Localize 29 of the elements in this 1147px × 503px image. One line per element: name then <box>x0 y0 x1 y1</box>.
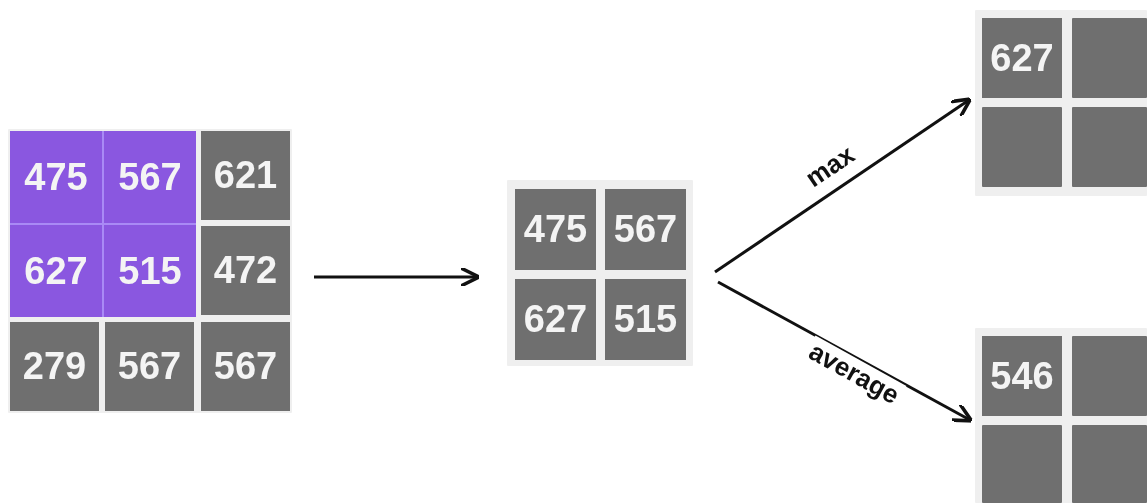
empty-matrix-cell <box>982 425 1062 503</box>
matrix-cell: 627 <box>982 18 1062 98</box>
empty-matrix-cell <box>982 107 1062 187</box>
matrix-cell: 567 <box>201 322 290 411</box>
empty-matrix-cell <box>1072 18 1147 98</box>
matrix-cell: 567 <box>105 322 194 411</box>
empty-matrix-cell <box>1072 107 1147 187</box>
matrix-cell: 567 <box>104 131 196 223</box>
arrow <box>717 280 974 423</box>
arrow <box>314 266 481 288</box>
matrix-cell: 627 <box>10 225 102 317</box>
matrix-cell: 546 <box>982 336 1062 416</box>
matrix-panel <box>8 129 292 413</box>
matrix-cell: 621 <box>201 131 290 220</box>
matrix-cell: 515 <box>104 225 196 317</box>
matrix-panel <box>975 10 1147 196</box>
matrix-cell: 627 <box>515 279 596 360</box>
empty-matrix-cell <box>1072 425 1147 503</box>
matrix-cell: 475 <box>10 131 102 223</box>
empty-matrix-cell <box>1072 336 1147 416</box>
matrix-panel <box>507 180 693 366</box>
matrix-cell: 475 <box>515 189 596 270</box>
pooling-window <box>10 131 196 317</box>
matrix-panel <box>975 328 1147 503</box>
arrow <box>714 97 973 274</box>
matrix-cell: 515 <box>605 279 686 360</box>
matrix-cell: 472 <box>201 226 290 315</box>
matrix-cell: 279 <box>10 322 99 411</box>
matrix-cell: 567 <box>605 189 686 270</box>
